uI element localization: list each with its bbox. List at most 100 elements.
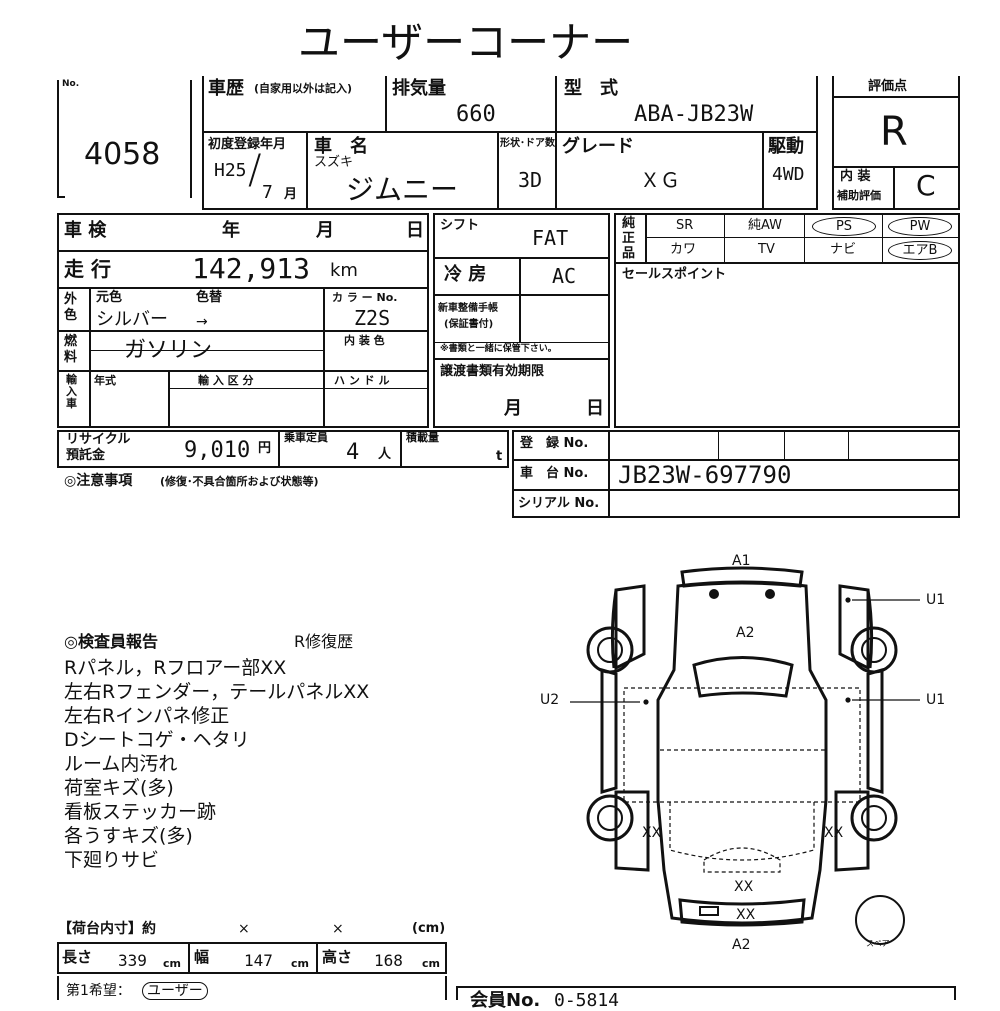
import-handle-label: ハ ン ド ル xyxy=(334,374,390,387)
interior-label-2: 補助評価 xyxy=(837,189,881,202)
report-line: 左右Rフェンダー，テールパネルXX xyxy=(64,681,370,703)
report-line: 看板ステッカー跡 xyxy=(64,801,217,823)
ac-value: AC xyxy=(552,264,577,288)
equipment-aw: 純AW xyxy=(748,218,783,233)
diagram-a1: A1 xyxy=(732,553,751,569)
report-tag: R修復歴 xyxy=(294,632,354,651)
report-line: Dシートコゲ・ヘタリ xyxy=(64,729,250,751)
mileage-unit: km xyxy=(330,260,358,281)
equipment-pw: PW xyxy=(888,217,952,236)
car-damage-diagram xyxy=(570,566,920,945)
grade-label: グレード xyxy=(562,136,634,157)
chassis-label: 車 台 No. xyxy=(520,466,589,481)
equipment-airbag: エアB xyxy=(888,241,952,260)
request-value: ユーザー xyxy=(142,982,208,1000)
cargo-times-1: × xyxy=(238,921,250,937)
history-label: 車歴 xyxy=(208,78,244,99)
diagram-a2-bottom: A2 xyxy=(732,937,751,953)
diagram-xx-bumper: XX xyxy=(736,907,756,923)
inspection-day: 日 xyxy=(406,220,424,241)
recycle-unit: 円 xyxy=(258,441,272,456)
first-reg-month-unit: 月 xyxy=(284,187,298,202)
diagram-u1-top: U1 xyxy=(926,592,946,608)
inspection-year: 年 xyxy=(222,220,240,241)
serial-label: シリアル No. xyxy=(518,496,600,511)
color-code-label: カ ラ ー No. xyxy=(332,291,398,304)
equipment-sr: SR xyxy=(676,218,694,233)
color-original-label: 元色 xyxy=(96,290,123,305)
import-label: 輸入車 xyxy=(66,373,77,410)
cargo-height-label: 高さ xyxy=(322,948,353,966)
grade-value: ＸＧ xyxy=(640,168,680,192)
color-arrow: → xyxy=(196,314,208,330)
sales-point-label: セールスポイント xyxy=(622,267,727,282)
color-side-label: 外色 xyxy=(64,292,78,323)
cargo-width-unit: cm xyxy=(291,957,309,970)
cargo-unit: (cm) xyxy=(412,921,446,936)
maintenance-label-1: 新車整備手帳 xyxy=(438,303,498,314)
color-changed-label: 色替 xyxy=(196,290,223,305)
capacity-unit: 人 xyxy=(378,447,392,462)
equipment-leather: カワ xyxy=(670,242,697,257)
first-reg-slash: / xyxy=(248,147,262,193)
diagram-xx-right: XX xyxy=(824,825,844,841)
interior-label-1: 内 装 xyxy=(840,169,871,184)
fuel-label: 燃料 xyxy=(64,334,78,365)
color-code-value: Z2S xyxy=(354,306,391,330)
ac-label: 冷 房 xyxy=(444,264,487,285)
cargo-height-unit: cm xyxy=(422,957,440,970)
report-label: ◎検査員報告 xyxy=(64,632,158,651)
car-maker: スズキ xyxy=(314,155,354,170)
member-label: 会員No. xyxy=(470,990,541,1011)
cargo-length: 339 xyxy=(118,951,147,970)
report-line: 各うすキズ(多) xyxy=(64,825,193,847)
history-note: (自家用以外は記入) xyxy=(254,82,353,95)
equipment-ps: PS xyxy=(812,217,876,236)
recycle-label-2: 預託金 xyxy=(66,448,106,463)
no-label: No. xyxy=(62,79,80,89)
equipment-label: 純正品 xyxy=(622,216,636,261)
cargo-length-label: 長さ xyxy=(62,948,93,966)
diagram-xx-left: XX xyxy=(642,825,662,841)
report-line: 左右Rインパネ修正 xyxy=(64,705,230,727)
drive-label: 駆動 xyxy=(768,136,804,157)
mileage-value: 142,913 xyxy=(192,252,311,285)
transfer-month: 月 xyxy=(504,398,522,419)
member-value: 0-5814 xyxy=(554,990,620,1011)
first-reg-month: 7 xyxy=(262,182,273,203)
diagram-xx-rear: XX xyxy=(734,879,754,895)
import-type-label: 輸 入 区 分 xyxy=(198,374,254,387)
interior-color-label: 内 装 色 xyxy=(344,334,385,347)
cargo-height: 168 xyxy=(374,951,403,970)
page-title: ユーザーコーナー xyxy=(298,18,634,67)
notes-label: ◎注意事項 xyxy=(64,473,133,489)
diagram-spare: スペア xyxy=(866,939,890,948)
report-line: ルーム内汚れ xyxy=(64,753,178,775)
displacement-value: 660 xyxy=(456,102,496,127)
request-label: 第1希望： xyxy=(66,983,131,999)
equipment-navi: ナビ xyxy=(830,242,857,257)
mileage-label: 走 行 xyxy=(64,257,111,281)
cargo-length-unit: cm xyxy=(163,957,181,970)
registration-label: 登 録 No. xyxy=(520,436,589,451)
car-name-label: 車 名 xyxy=(314,136,368,157)
drive-value: 4WD xyxy=(772,164,805,185)
score-label: 評価点 xyxy=(868,79,908,94)
report-line: Rパネル，Rフロアー部XX xyxy=(64,657,287,679)
shift-label: シフト xyxy=(440,218,480,233)
import-year-label: 年式 xyxy=(94,374,116,387)
inspection-label: 車 検 xyxy=(64,220,107,241)
diagram-u2: U2 xyxy=(540,692,560,708)
report-lines: Rパネル，Rフロアー部XX 左右Rフェンダー，テールパネルXX 左右Rインパネ修… xyxy=(64,656,369,872)
score-value: R xyxy=(880,109,908,155)
notes-sub: (修復･不具合箇所および状態等) xyxy=(160,475,319,488)
no-value: 4058 xyxy=(84,137,161,172)
fuel-value: ガソリン xyxy=(124,338,213,363)
report-line: 下廻りサビ xyxy=(64,849,160,871)
report-line: 荷室キズ(多) xyxy=(64,777,174,799)
cargo-label: 【荷台内寸】約 xyxy=(58,921,156,937)
maintenance-note: ※書類と一緒に保管下さい。 xyxy=(440,344,557,354)
color-value: シルバー xyxy=(96,309,168,330)
load-unit: t xyxy=(496,449,503,464)
recycle-value: 9,010 xyxy=(184,438,251,463)
